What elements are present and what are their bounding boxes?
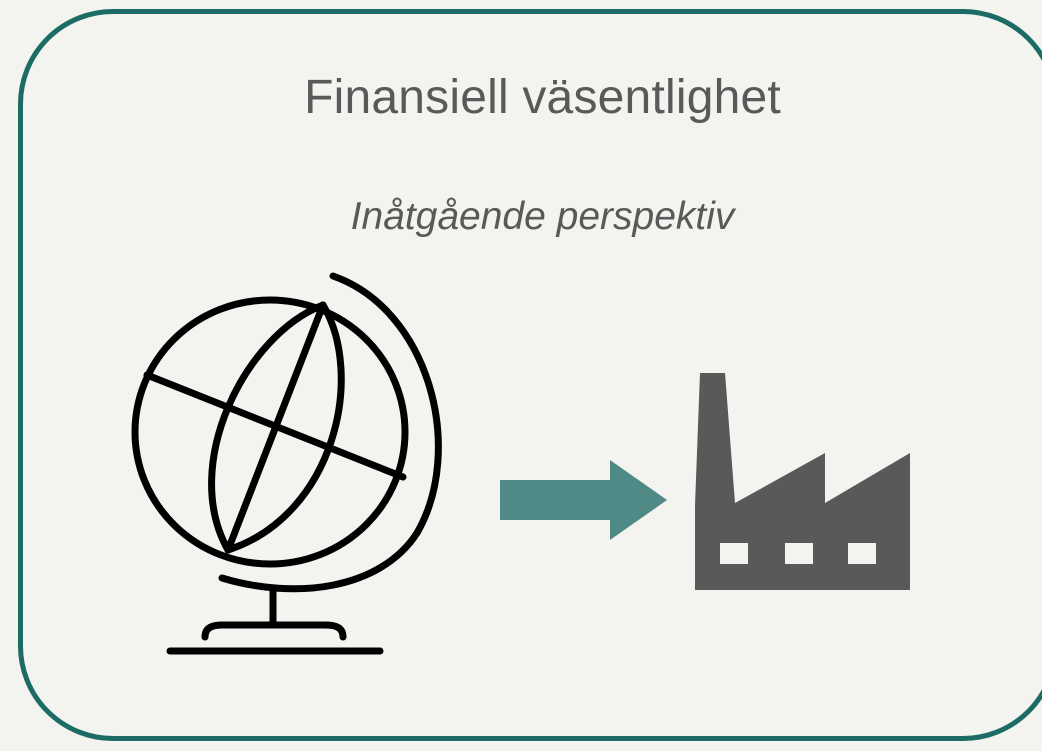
factory-window — [720, 543, 748, 564]
globe-icon — [131, 272, 442, 655]
factory-window — [785, 543, 813, 564]
diagram-subtitle: Inåtgående perspektiv — [350, 195, 735, 238]
diagram-title: Finansiell väsentlighet — [304, 71, 781, 124]
diagram-card — [18, 9, 1042, 741]
factory-window — [848, 543, 876, 564]
arrow-right-icon — [500, 460, 667, 540]
factory-icon — [695, 373, 910, 590]
